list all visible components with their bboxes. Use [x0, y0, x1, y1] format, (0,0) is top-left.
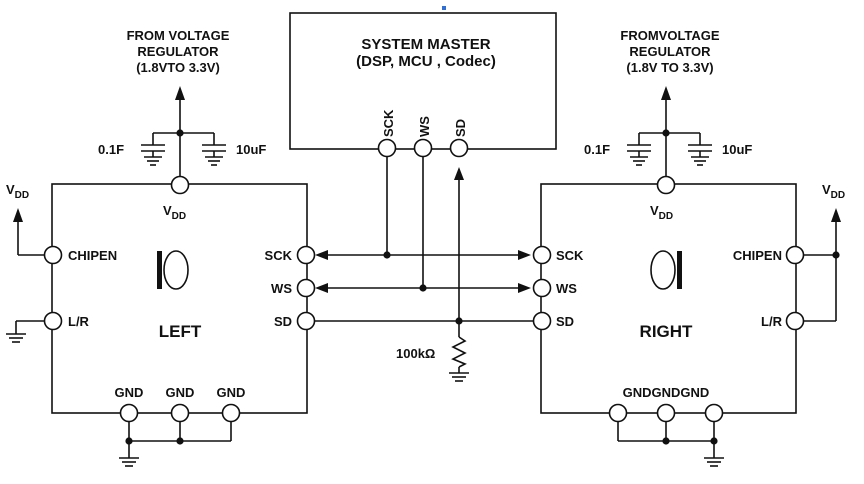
ws-junction-dot	[419, 284, 427, 292]
right-ext-vdd-label: VDD	[822, 182, 845, 201]
left-ext-vdd-label: VDD	[6, 182, 29, 201]
left-gnd3-pin	[221, 403, 241, 423]
right-supply-block: FROMVOLTAGE REGULATOR (1.8V TO 3.3V) 0.1…	[584, 28, 752, 176]
left-chip-block: VDD CHIPEN L/R SCK WS SD LEFT GND GND GN…	[6, 175, 316, 467]
left-chip-box	[51, 183, 308, 414]
left-speaker-icon	[157, 251, 162, 289]
system-master-subtitle: (DSP, MCU , Codec)	[356, 53, 496, 70]
right-ext-vdd-arrow-icon	[831, 208, 841, 222]
left-supply-line3: (1.8VTO 3.3V)	[136, 60, 220, 75]
right-sd-label: SD	[556, 314, 574, 329]
system-master-title: SYSTEM MASTER	[361, 36, 490, 53]
right-supply-line3: (1.8V TO 3.3V)	[626, 60, 713, 75]
right-speaker-icon	[650, 250, 676, 290]
left-sck-label: SCK	[265, 248, 293, 263]
right-cap-large-label: 10uF	[722, 142, 752, 157]
left-gnd1-label: GND	[115, 385, 144, 400]
sck-right-arrow-icon	[518, 250, 531, 260]
right-chipen-pin	[785, 245, 805, 265]
right-sd-pin	[532, 311, 552, 331]
left-ws-label: WS	[271, 281, 292, 296]
right-lr-pin	[785, 311, 805, 331]
master-pin-ws	[413, 138, 433, 158]
left-vdd-pin	[170, 175, 190, 195]
system-master-block: SYSTEM MASTER (DSP, MCU , Codec) SCK WS …	[289, 12, 557, 150]
right-gnd1-pin	[608, 403, 628, 423]
right-cap-small-label: 0.1F	[584, 142, 610, 157]
left-supply-block: FROM VOLTAGE REGULATOR (1.8VTO 3.3V) 0.1…	[98, 28, 266, 176]
left-ws-pin	[296, 278, 316, 298]
right-sck-pin	[532, 245, 552, 265]
selection-marker	[442, 6, 446, 10]
left-chipen-pin	[43, 245, 63, 265]
right-chip-label: RIGHT	[640, 322, 694, 341]
pulldown-label: 100kΩ	[396, 346, 435, 361]
master-pin-sd	[449, 138, 469, 158]
left-gnd3-label: GND	[217, 385, 246, 400]
right-vdd-label: VDD	[650, 203, 673, 222]
master-pin-label-sck: SCK	[381, 109, 396, 137]
left-supply-line1: FROM VOLTAGE	[127, 28, 230, 43]
system-master-box	[289, 12, 557, 150]
left-supply-line2: REGULATOR	[137, 44, 219, 59]
left-vdd-label: VDD	[163, 203, 186, 222]
resistor-zigzag-icon	[451, 336, 467, 368]
right-supply-junction-dot	[662, 129, 670, 137]
left-sd-pin	[296, 311, 316, 331]
sck-junction-dot	[383, 251, 391, 259]
right-ws-pin	[532, 278, 552, 298]
sd-up-arrow-icon	[454, 167, 464, 180]
pulldown-resistor: 100kΩ	[396, 321, 469, 382]
left-lr-label: L/R	[68, 314, 90, 329]
left-lr-pin	[43, 311, 63, 331]
left-chipen-label: CHIPEN	[68, 248, 117, 263]
master-pin-sck	[377, 138, 397, 158]
left-sck-pin	[296, 245, 316, 265]
right-supply-line1: FROMVOLTAGE	[620, 28, 720, 43]
signal-bus-wires	[313, 138, 533, 325]
right-supply-up-arrow-icon	[661, 86, 671, 100]
right-ws-label: WS	[556, 281, 577, 296]
left-sd-label: SD	[274, 314, 292, 329]
master-pin-label-sd: SD	[453, 119, 468, 137]
left-gnd2-pin	[170, 403, 190, 423]
right-chip-block: VDD SCK WS SD CHIPEN L/R RIGHT GNDGNDGND	[532, 175, 845, 467]
left-supply-junction-dot	[176, 129, 184, 137]
left-cap-small-label: 0.1F	[98, 142, 124, 157]
left-supply-up-arrow-icon	[175, 86, 185, 100]
left-gnd1-pin	[119, 403, 139, 423]
left-cap-large-label: 10uF	[236, 142, 266, 157]
sck-left-arrow-icon	[315, 250, 328, 260]
right-vdd-pin	[656, 175, 676, 195]
ws-right-arrow-icon	[518, 283, 531, 293]
right-gnd2-pin	[656, 403, 676, 423]
right-gnd3-pin	[704, 403, 724, 423]
ws-left-arrow-icon	[315, 283, 328, 293]
right-supply-line2: REGULATOR	[629, 44, 711, 59]
right-gnd-label: GNDGNDGND	[623, 385, 710, 400]
left-gnd2-label: GND	[166, 385, 195, 400]
right-lr-label: L/R	[761, 314, 783, 329]
right-chipen-label: CHIPEN	[733, 248, 782, 263]
master-pin-label-ws: WS	[417, 116, 432, 137]
left-ext-vdd-arrow-icon	[13, 208, 23, 222]
right-sck-label: SCK	[556, 248, 584, 263]
left-chip-label: LEFT	[159, 322, 202, 341]
